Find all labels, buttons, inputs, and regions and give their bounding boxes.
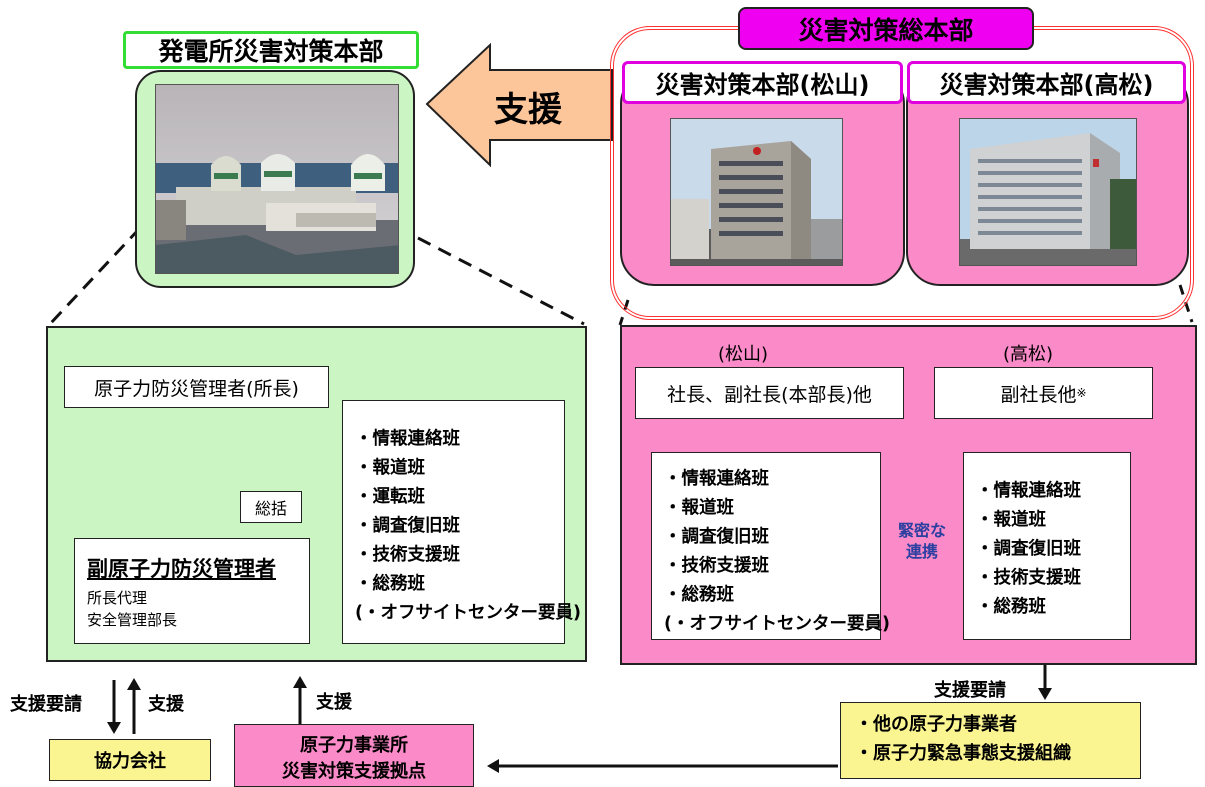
takamatsu-building-photo [959, 118, 1137, 266]
support-label-left: 支援 [148, 694, 184, 715]
takamatsu-head-text: 副社長他 [1000, 383, 1077, 406]
matsuyama-building-photo [670, 118, 843, 266]
takamatsu-hq-title: 災害対策本部(高松) [907, 61, 1186, 104]
support-base-line: 原子力事業所 [300, 735, 408, 756]
support-request-label-right: 支援要請 [934, 680, 1006, 701]
list-item: ・調査復旧班 [355, 516, 460, 536]
deputy-manager-title: 副原子力防災管理者 [87, 557, 276, 581]
takamatsu-head: 副社長他※ [934, 367, 1153, 419]
list-item: ・調査復旧班 [664, 527, 769, 547]
takamatsu-teams-list: ・情報連絡班 ・報道班 ・調査復旧班 ・技術支援班 ・総務班 [976, 477, 1081, 622]
list-item: ・報道班 [664, 498, 734, 518]
dashed-line-left [48, 226, 142, 326]
matsuyama-header: (松山) [718, 344, 769, 365]
list-item: ・原子力緊急事態支援組織 [855, 743, 1071, 764]
plant-teams-list: ・情報連絡班 ・報道班 ・運転班 ・調査復旧班 ・技術支援班 ・総務班 (・オフ… [355, 425, 581, 628]
list-item: ・情報連絡班 [355, 429, 460, 449]
support-label-center: 支援 [316, 692, 352, 713]
support-arrow-label: 支援 [494, 90, 562, 130]
list-item: ・技術支援班 [664, 556, 769, 576]
list-item: ・運転班 [355, 487, 425, 507]
deputy-manager-roles: 所長代理 安全管理部長 [87, 587, 177, 631]
plant-hq-box [135, 70, 415, 288]
general-affairs-label: 総括 [240, 491, 302, 523]
nuclear-plant-photo [155, 84, 399, 274]
list-item: ・情報連絡班 [976, 481, 1081, 501]
partner-company-box: 協力会社 [49, 739, 211, 781]
general-hq-title: 災害対策総本部 [738, 7, 1034, 50]
other-organizations-box: ・他の原子力事業者 ・原子力緊急事態支援組織 [840, 702, 1141, 779]
list-item: 所長代理 [87, 589, 148, 607]
takamatsu-header: (高松) [1003, 344, 1054, 365]
list-item: ・情報連絡班 [664, 469, 769, 489]
nuclear-disaster-manager: 原子力防災管理者(所長) [64, 366, 329, 408]
matsuyama-hq-title: 災害対策本部(松山) [622, 61, 903, 104]
takamatsu-hq-box [906, 70, 1189, 286]
cooperation-line: 緊密な [897, 521, 946, 540]
note-mark: ※ [1076, 386, 1087, 400]
matsuyama-hq-box [620, 70, 905, 286]
support-base-box: 原子力事業所 災害対策支援拠点 [234, 724, 474, 787]
cooperation-line: 連携 [905, 542, 938, 561]
list-item: ・報道班 [976, 510, 1046, 530]
matsuyama-head: 社長、副社長(本部長)他 [635, 367, 904, 419]
list-item: ・総務班 [355, 574, 425, 594]
plant-teams-box: ・情報連絡班 ・報道班 ・運転班 ・調査復旧班 ・技術支援班 ・総務班 (・オフ… [342, 400, 581, 644]
dashed-line-right [417, 236, 585, 326]
list-item: ・調査復旧班 [976, 539, 1081, 559]
list-item: ・総務班 [976, 597, 1046, 617]
matsuyama-teams-box: ・情報連絡班 ・報道班 ・調査復旧班 ・技術支援班 ・総務班 (・オフサイトセン… [651, 452, 890, 640]
list-item: (・オフサイトセンター要員) [664, 614, 890, 634]
takamatsu-teams-box: ・情報連絡班 ・報道班 ・調査復旧班 ・技術支援班 ・総務班 [963, 452, 1131, 640]
cooperation-label: 緊密な 連携 [894, 520, 950, 562]
plant-hq-title: 発電所災害対策本部 [123, 31, 419, 69]
matsuyama-teams-list: ・情報連絡班 ・報道班 ・調査復旧班 ・技術支援班 ・総務班 (・オフサイトセン… [664, 465, 890, 639]
list-item: ・他の原子力事業者 [855, 714, 1017, 735]
support-base-line: 災害対策支援拠点 [282, 761, 426, 782]
list-item: ・技術支援班 [355, 545, 460, 565]
support-request-label-left: 支援要請 [10, 694, 82, 715]
list-item: (・オフサイトセンター要員) [355, 603, 581, 623]
list-item: ・技術支援班 [976, 568, 1081, 588]
list-item: ・報道班 [355, 458, 425, 478]
deputy-manager-box: 副原子力防災管理者 所長代理 安全管理部長 [74, 538, 310, 644]
list-item: 安全管理部長 [87, 611, 178, 629]
list-item: ・総務班 [664, 585, 734, 605]
